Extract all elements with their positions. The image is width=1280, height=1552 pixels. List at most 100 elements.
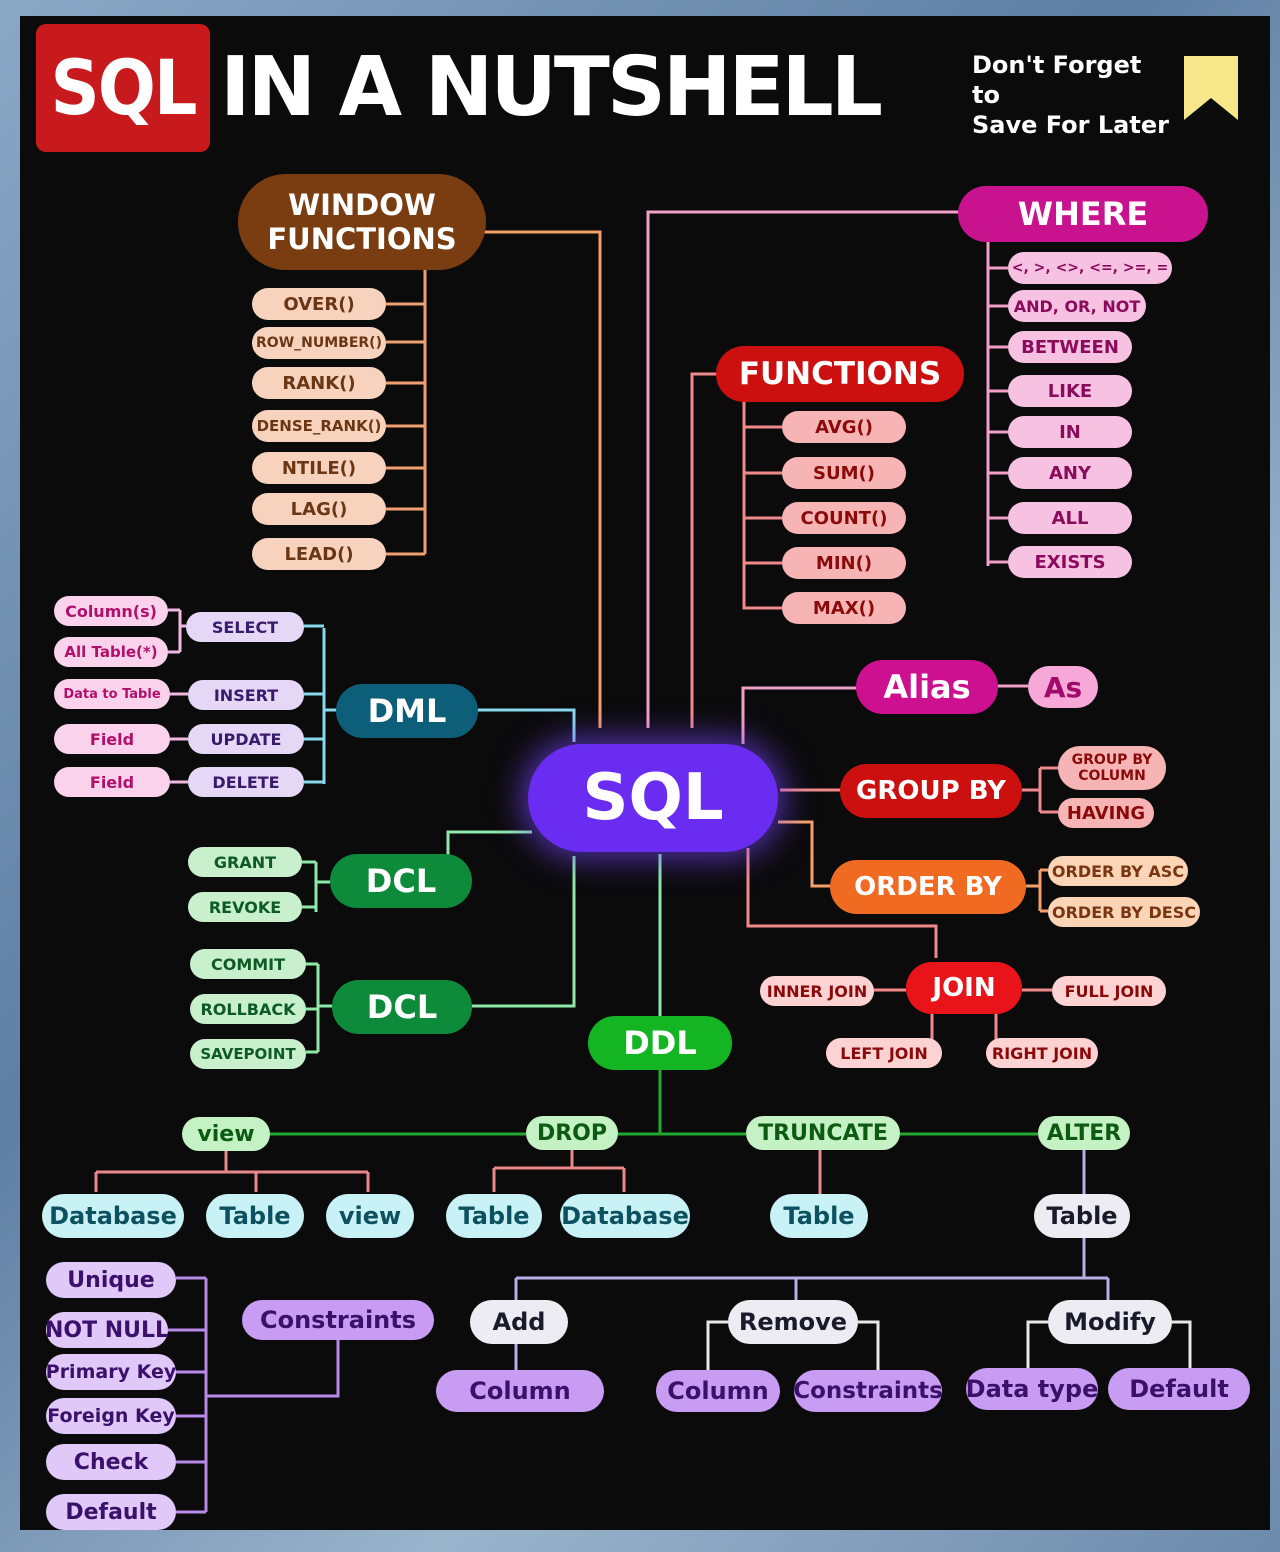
dml-command: INSERT — [188, 680, 304, 710]
alter-add-node: Add — [470, 1300, 568, 1344]
where-item: LIKE — [1008, 375, 1132, 407]
function-item: SUM() — [782, 457, 906, 489]
alter-modify-item: Default — [1108, 1368, 1250, 1410]
alias-as-node: As — [1028, 666, 1098, 708]
ddl-view-item: Database — [42, 1194, 184, 1238]
group-by-column-line-2: COLUMN — [1078, 768, 1146, 784]
ddl-view-item: Table — [206, 1194, 304, 1238]
title-badge: SQL — [36, 24, 210, 152]
constraint-item: Unique — [46, 1262, 176, 1298]
where-item: ANY — [1008, 457, 1132, 489]
group-by-node: GROUP BY — [840, 764, 1022, 818]
ddl-drop-node: DROP — [526, 1116, 618, 1150]
alias-node: Alias — [856, 660, 998, 714]
where-item: BETWEEN — [1008, 331, 1132, 363]
alter-modify-item: Data type — [966, 1368, 1098, 1410]
join-item-left: LEFT JOIN — [826, 1038, 942, 1068]
constraint-item: Foreign Key — [46, 1398, 176, 1434]
ddl-truncate-item: Table — [770, 1194, 868, 1238]
having-item: HAVING — [1058, 798, 1154, 828]
link-functions — [690, 372, 720, 728]
dcl-item: GRANT — [188, 847, 302, 877]
function-item: MIN() — [782, 547, 906, 579]
ddl-alter-node: ALTER — [1038, 1116, 1130, 1150]
dml-command: SELECT — [186, 612, 304, 642]
window-functions-title-line-2: FUNCTIONS — [267, 222, 457, 256]
link-tcl — [472, 856, 576, 1008]
tcl-item: SAVEPOINT — [190, 1039, 306, 1069]
constraint-item: NOT NULL — [45, 1312, 169, 1348]
ddl-node: DDL — [588, 1016, 732, 1070]
order-by-node: ORDER BY — [830, 860, 1026, 914]
dml-target: Field — [54, 767, 170, 797]
save-note: Don't Forget to Save For Later — [972, 50, 1172, 140]
window-functions-title-line-1: WINDOW — [288, 188, 436, 222]
window-function-item: ROW_NUMBER() — [252, 327, 386, 359]
where-item: EXISTS — [1008, 546, 1132, 578]
alter-add-item: Column — [436, 1370, 604, 1412]
functions-node: FUNCTIONS — [716, 346, 964, 402]
window-function-item: LEAD() — [252, 538, 386, 570]
where-item: AND, OR, NOT — [1008, 290, 1146, 322]
group-by-column-line-1: GROUP BY — [1071, 752, 1153, 768]
order-by-item: ORDER BY DESC — [1048, 897, 1200, 927]
window-functions-node: WINDOW FUNCTIONS — [238, 174, 486, 270]
tcl-node: DCL — [332, 980, 472, 1034]
link-order-by — [778, 820, 830, 888]
where-item: <, >, <>, <=, >=, = — [1008, 252, 1172, 284]
join-node: JOIN — [906, 962, 1022, 1014]
join-item-full: FULL JOIN — [1052, 976, 1166, 1006]
join-item-inner: INNER JOIN — [760, 976, 874, 1006]
window-function-item: OVER() — [252, 288, 386, 320]
alter-modify-node: Modify — [1048, 1300, 1172, 1344]
where-node: WHERE — [958, 186, 1208, 242]
window-function-item: LAG() — [252, 493, 386, 525]
window-function-item: RANK() — [252, 367, 386, 399]
link-alias — [741, 686, 858, 744]
dml-command: UPDATE — [188, 724, 304, 754]
link-dml — [478, 708, 576, 742]
alter-remove-node: Remove — [728, 1300, 858, 1344]
ddl-alter-item: Table — [1034, 1194, 1130, 1238]
ddl-truncate-node: TRUNCATE — [746, 1116, 900, 1150]
tcl-item: COMMIT — [190, 949, 306, 979]
link-where — [646, 210, 960, 728]
dcl-item: REVOKE — [188, 892, 302, 922]
constraint-item: Primary Key — [46, 1354, 176, 1390]
link-window-functions — [480, 230, 602, 728]
window-function-item: NTILE() — [252, 452, 386, 484]
bookmark-icon — [1184, 56, 1238, 120]
constraints-node: Constraints — [242, 1300, 434, 1340]
function-item: AVG() — [782, 411, 906, 443]
dml-target: All Table(*) — [54, 637, 168, 667]
link-dcl — [446, 830, 532, 858]
ddl-drop-item: Table — [446, 1194, 542, 1238]
connector-lines — [94, 210, 1192, 1514]
ddl-drop-item: Database — [560, 1194, 690, 1238]
function-item: COUNT() — [782, 502, 906, 534]
alter-remove-item: Column — [656, 1370, 780, 1412]
constraint-item: Check — [46, 1444, 176, 1480]
join-item-right: RIGHT JOIN — [986, 1038, 1098, 1068]
dml-command: DELETE — [188, 767, 304, 797]
tcl-item: ROLLBACK — [190, 994, 306, 1024]
dml-node: DML — [336, 684, 478, 738]
sql-core-node: SQL — [528, 744, 778, 852]
link-constraints — [206, 1340, 340, 1398]
dcl-node: DCL — [330, 854, 472, 908]
constraint-item: Default — [46, 1494, 176, 1530]
function-item: MAX() — [782, 592, 906, 624]
save-note-line-2: Save For Later — [972, 111, 1169, 139]
save-note-line-1: Don't Forget to — [972, 51, 1142, 109]
window-function-item: DENSE_RANK() — [252, 410, 386, 442]
dml-target: Column(s) — [54, 596, 168, 626]
where-item: ALL — [1008, 502, 1132, 534]
order-by-item: ORDER BY ASC — [1048, 856, 1188, 886]
dml-target: Data to Table — [54, 679, 170, 709]
dml-target: Field — [54, 724, 170, 754]
infographic-canvas: SQL IN A NUTSHELL Don't Forget to Save F… — [20, 16, 1270, 1530]
ddl-view-node: view — [182, 1117, 270, 1151]
where-item: IN — [1008, 416, 1132, 448]
page-title: IN A NUTSHELL — [220, 40, 883, 135]
link-join — [746, 848, 938, 958]
